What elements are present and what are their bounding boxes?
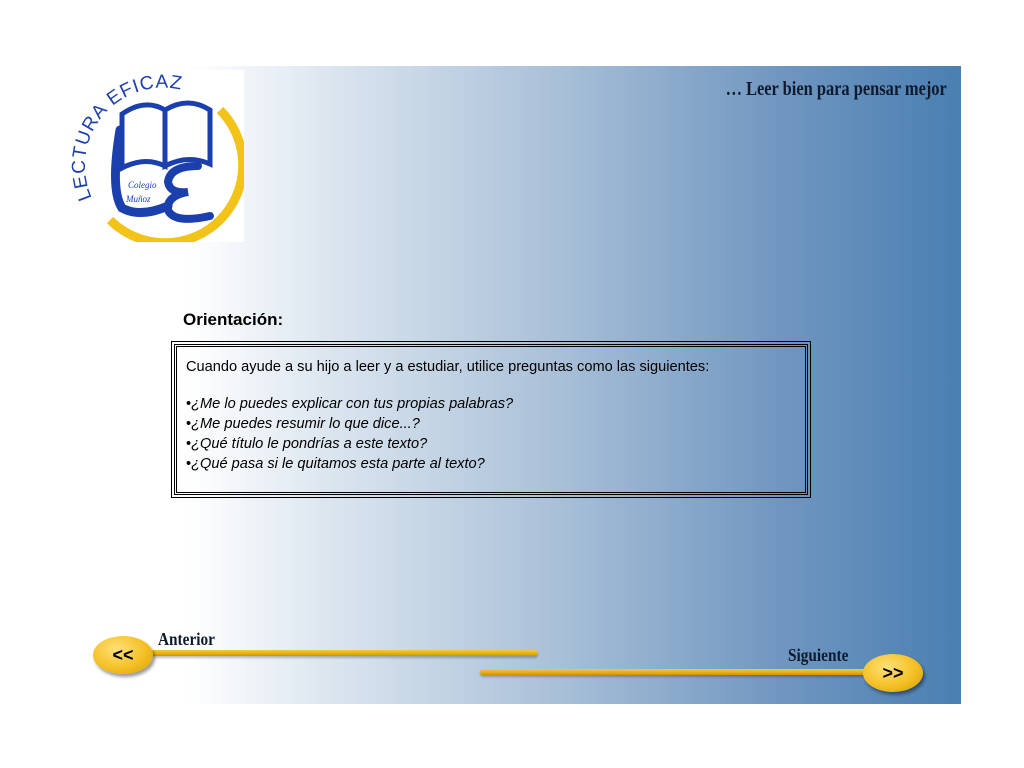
- question-item: •¿Qué título le pondrías a este texto?: [186, 434, 796, 454]
- prev-label[interactable]: Anterior: [158, 629, 215, 649]
- header-tagline: … Leer bien para pensar mejor: [725, 78, 947, 100]
- book-right-page: [162, 100, 213, 171]
- question-text: ¿Qué título le pondrías a este texto?: [191, 436, 428, 452]
- logo-sub-line2: Muñoz: [125, 194, 151, 204]
- prev-button[interactable]: <<: [93, 636, 153, 674]
- bullet: •: [186, 416, 192, 432]
- bullet: •: [186, 396, 192, 412]
- question-text: ¿Qué pasa si le quitamos esta parte al t…: [191, 456, 485, 472]
- bullet: •: [186, 436, 192, 452]
- prev-nav-line: [132, 650, 538, 656]
- next-nav-line: [480, 669, 920, 675]
- logo-sub-line1: Colegio: [128, 180, 157, 190]
- letter-e-stroke: [163, 162, 214, 223]
- question-text: ¿Me lo puedes explicar con tus propias p…: [191, 396, 514, 412]
- lectura-eficaz-logo: LECTURA EFICAZ Colegio Muñoz: [69, 70, 248, 248]
- orientation-box-inner: Cuando ayude a su hijo a leer y a estudi…: [174, 344, 808, 495]
- slide: LECTURA EFICAZ Colegio Muñoz … Leer bien…: [62, 66, 961, 704]
- section-title: Orientación:: [183, 310, 284, 329]
- question-text: ¿Me puedes resumir lo que dice...?: [191, 416, 420, 432]
- logo-graphic: LECTURA EFICAZ Colegio Muñoz: [69, 72, 248, 248]
- next-label[interactable]: Siguiente: [788, 645, 849, 665]
- next-button[interactable]: >>: [863, 654, 923, 692]
- orientation-box: Cuando ayude a su hijo a leer y a estudi…: [171, 341, 811, 498]
- book-left-page: [119, 102, 168, 173]
- orientation-intro: Cuando ayude a su hijo a leer y a estudi…: [186, 359, 710, 375]
- letter-l-stroke: [110, 125, 173, 217]
- question-item: •¿Qué pasa si le quitamos esta parte al …: [186, 454, 796, 474]
- logo-ring: [106, 106, 248, 248]
- question-item: •¿Me puedes resumir lo que dice...?: [186, 414, 796, 434]
- bullet: •: [186, 456, 192, 472]
- question-item: •¿Me lo puedes explicar con tus propias …: [186, 394, 796, 414]
